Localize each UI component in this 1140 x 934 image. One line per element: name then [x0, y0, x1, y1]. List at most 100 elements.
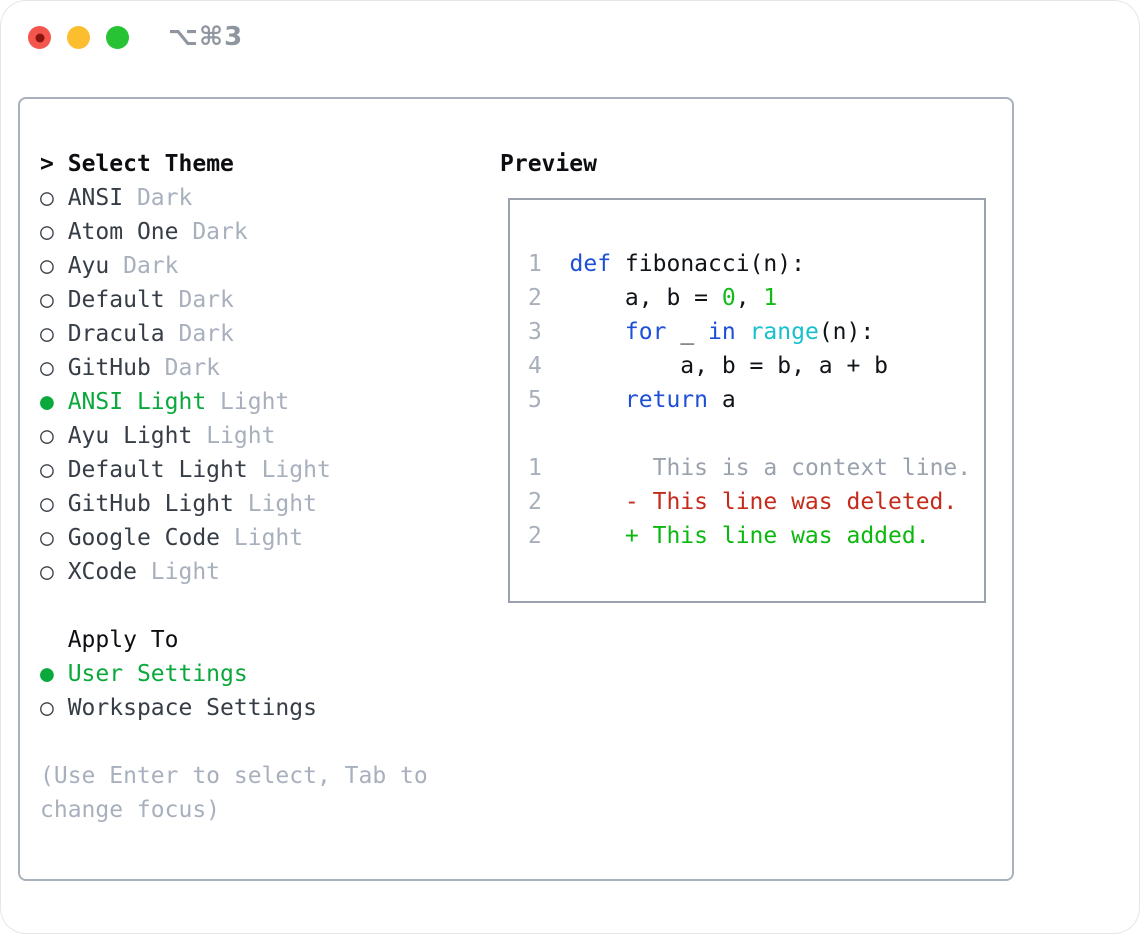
diff-line: 2 - This line was deleted.	[528, 485, 970, 519]
preview-heading: Preview	[500, 151, 597, 177]
line-number: 2	[528, 285, 542, 311]
code-token: in	[708, 319, 736, 345]
diff-text: - This line was deleted.	[624, 489, 958, 515]
code-token: range	[749, 319, 819, 345]
theme-variant: Dark	[178, 287, 234, 313]
theme-option[interactable]: ○ Atom One Dark	[40, 215, 440, 249]
diff-line: 2 + This line was added.	[528, 519, 970, 553]
line-number: 4	[528, 353, 542, 379]
theme-option[interactable]: ○ Default Dark	[40, 283, 440, 317]
select-theme-heading: > Select Theme	[40, 147, 440, 181]
theme-option[interactable]: ○ GitHub Light Light	[40, 487, 440, 521]
theme-name: ANSI	[67, 185, 137, 211]
radio-icon: ○	[40, 219, 68, 245]
theme-variant: Light	[233, 525, 304, 551]
theme-option[interactable]: ● ANSI Light Light	[40, 385, 440, 419]
selection-column: > Select Theme ○ ANSI Dark○ Atom One Dar…	[40, 147, 440, 879]
radio-icon: ○	[40, 253, 68, 279]
line-number: 3	[528, 319, 542, 345]
theme-variant: Light	[150, 559, 221, 585]
diff-indent	[570, 489, 625, 515]
radio-icon: ○	[40, 355, 68, 381]
theme-option[interactable]: ○ Ayu Dark	[40, 249, 440, 283]
theme-variant: Light	[220, 389, 290, 415]
line-number: 2	[528, 489, 542, 515]
theme-variant: Light	[247, 491, 317, 517]
apply-to-option[interactable]: ● User Settings	[40, 657, 440, 691]
theme-name: GitHub Light	[67, 491, 248, 517]
line-number: 1	[528, 251, 542, 277]
theme-variant: Dark	[164, 355, 221, 381]
theme-variant: Dark	[136, 185, 193, 211]
theme-option[interactable]: ○ Ayu Light Light	[40, 419, 440, 453]
theme-name: Atom One	[67, 219, 193, 245]
theme-list: ○ ANSI Dark○ Atom One Dark○ Ayu Dark○ De…	[40, 181, 440, 589]
code-token: 0	[721, 285, 736, 311]
radio-icon: ○	[40, 491, 68, 517]
code-token: return	[624, 387, 709, 413]
zoom-button[interactable]	[106, 26, 129, 49]
theme-name: XCode	[67, 559, 151, 585]
selection-pointer-icon: >	[40, 151, 54, 177]
theme-option[interactable]: ○ ANSI Dark	[40, 181, 440, 215]
radio-icon: ○	[40, 423, 68, 449]
radio-icon: ○	[40, 287, 68, 313]
spacer	[40, 589, 440, 623]
spacer	[528, 417, 970, 451]
theme-name: Default	[67, 287, 179, 313]
theme-variant: Dark	[178, 321, 234, 347]
radio-icon: ○	[40, 321, 68, 347]
window-title: ⌥⌘3	[168, 22, 244, 52]
theme-selector-panel: > Select Theme ○ ANSI Dark○ Atom One Dar…	[18, 97, 1014, 881]
theme-variant: Light	[206, 423, 276, 449]
preview-diff: 1 This is a context line.2 - This line w…	[528, 451, 972, 553]
line-number: 5	[528, 387, 542, 413]
close-button[interactable]	[28, 26, 51, 49]
theme-name: Google Code	[67, 525, 234, 551]
theme-name: ANSI Light	[67, 389, 221, 415]
apply-to-heading: Apply To	[67, 627, 179, 653]
code-line: 3 for _ in range(n):	[528, 315, 970, 349]
diff-text: This is a context line.	[652, 455, 972, 481]
code-token	[570, 387, 625, 413]
radio-icon: ○	[40, 525, 68, 551]
radio-icon: ●	[40, 661, 68, 687]
minimize-button[interactable]	[67, 26, 90, 49]
code-token: (n):	[818, 319, 875, 345]
radio-icon: ○	[40, 559, 68, 585]
apply-option-label: User Settings	[67, 661, 248, 687]
code-line: 5 return a	[528, 383, 970, 417]
theme-name: Ayu Light	[67, 423, 207, 449]
code-token: a	[708, 387, 736, 413]
code-token: a, b = b, a + b	[569, 353, 889, 379]
code-token	[570, 319, 625, 345]
select-theme-heading-label: Select Theme	[67, 151, 234, 177]
help-text: (Use Enter to select, Tab to change focu…	[40, 763, 442, 823]
radio-icon: ○	[40, 185, 68, 211]
code-token: for	[624, 319, 667, 345]
code-line: 4 a, b = b, a + b	[528, 349, 970, 383]
apply-to-option[interactable]: ○ Workspace Settings	[40, 691, 440, 725]
line-number: 1	[528, 455, 542, 481]
theme-option[interactable]: ○ Default Light Light	[40, 453, 440, 487]
code-token: fibonacci(n):	[611, 251, 805, 277]
radio-icon: ○	[40, 457, 68, 483]
theme-option[interactable]: ○ Google Code Light	[40, 521, 440, 555]
radio-icon: ●	[40, 389, 68, 415]
theme-option[interactable]: ○ GitHub Dark	[40, 351, 440, 385]
code-token: 1	[763, 285, 778, 311]
theme-option[interactable]: ○ Dracula Dark	[40, 317, 440, 351]
close-active-dot-icon	[35, 33, 44, 42]
apply-option-label: Workspace Settings	[67, 695, 317, 721]
code-line: 2 a, b = 0, 1	[528, 281, 970, 315]
code-token	[736, 319, 750, 345]
titlebar: ⌥⌘3	[0, 0, 1140, 74]
diff-line: 1 This is a context line.	[528, 451, 972, 485]
theme-name: GitHub	[67, 355, 165, 381]
theme-option[interactable]: ○ XCode Light	[40, 555, 440, 589]
